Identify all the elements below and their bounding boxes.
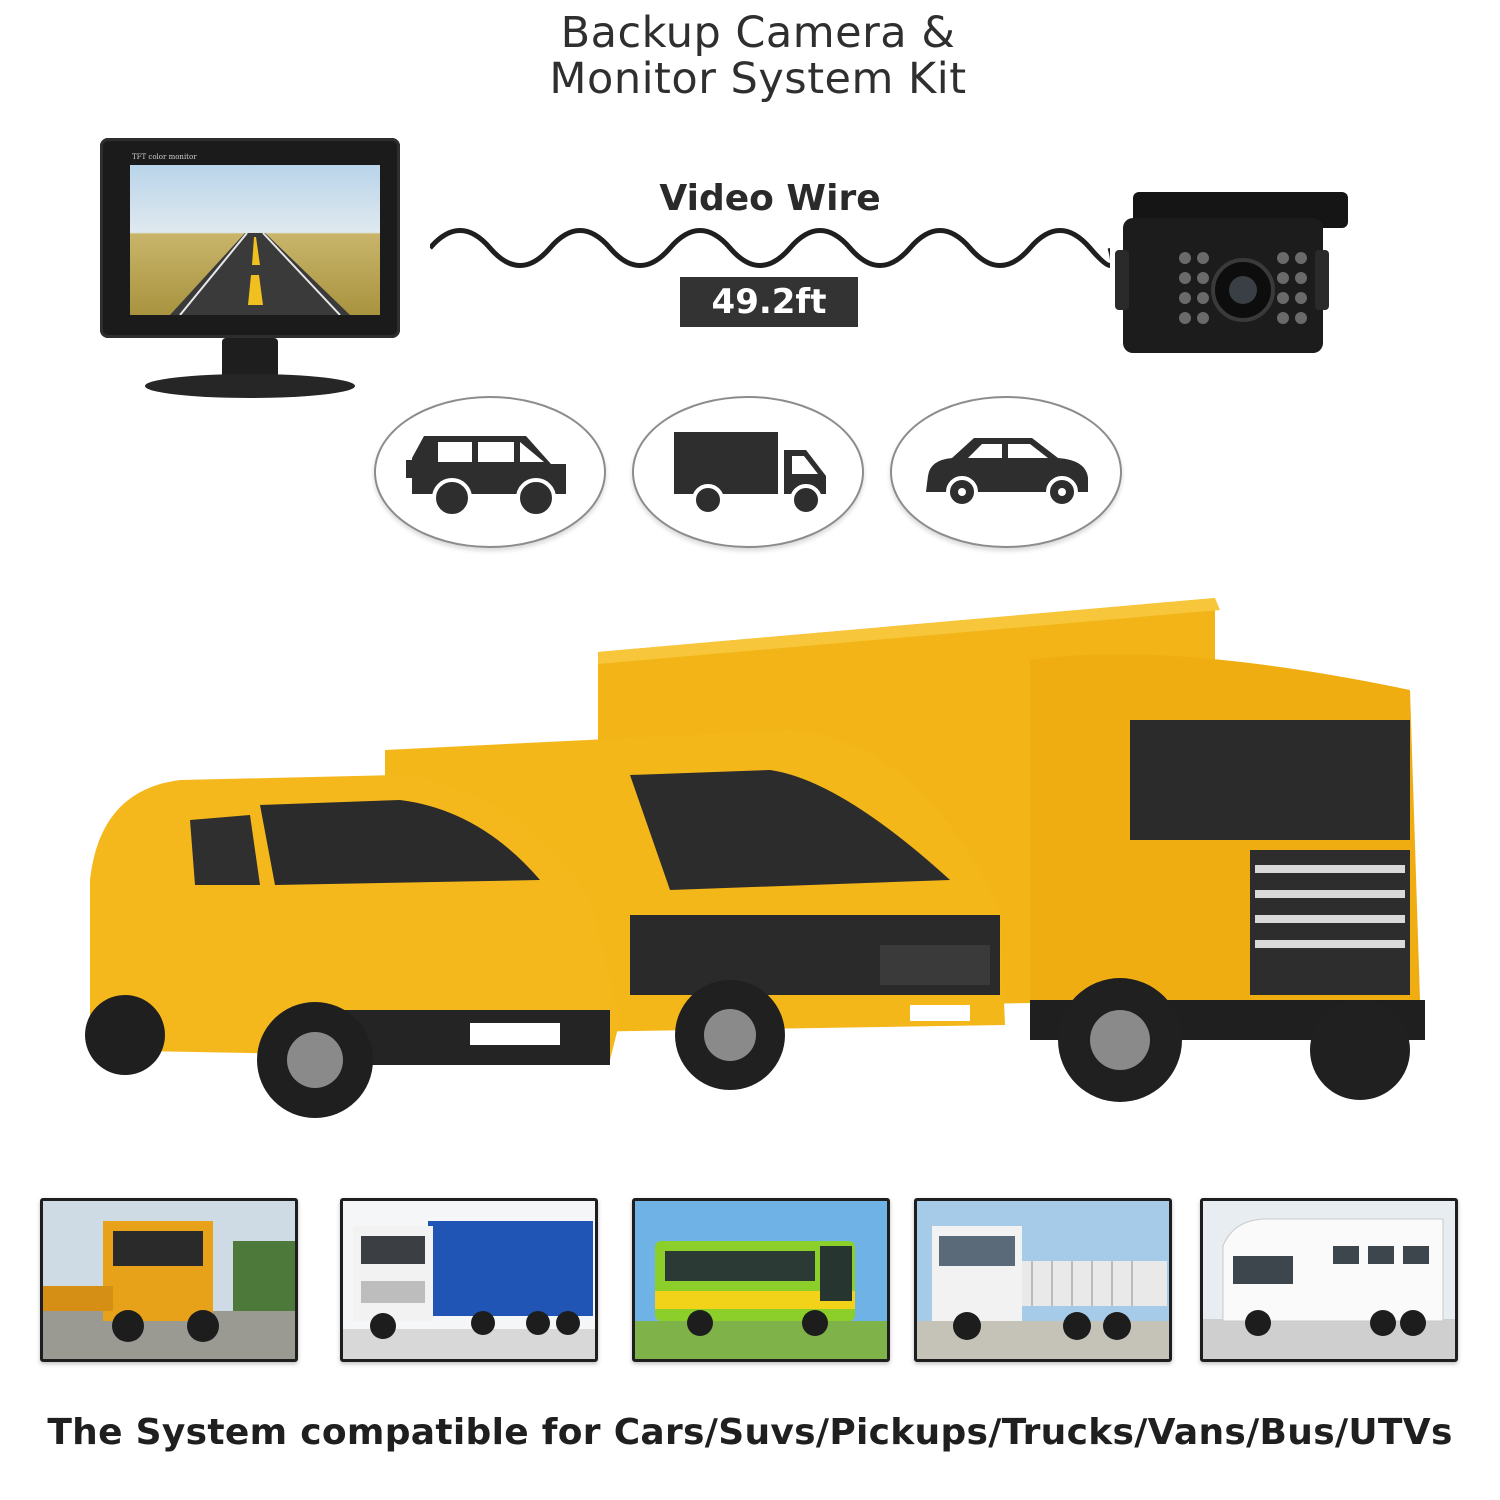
monitor-brand-label: TFT color monitor [132, 153, 197, 161]
title-line-2: Monitor System Kit [549, 54, 967, 104]
thumbnail-white-cargo-truck [914, 1198, 1172, 1362]
thumbnail-orange-flatbed-truck [40, 1198, 298, 1362]
green-yellow-bus-photo [635, 1201, 887, 1359]
wire-length-badge: 49.2ft [680, 277, 858, 327]
video-wire-graphic [430, 228, 1110, 268]
suv-icon [406, 436, 566, 518]
page-title: Backup Camera & Monitor System Kit [0, 10, 1500, 102]
car-icon-oval [890, 396, 1122, 548]
truck-icon-oval [632, 396, 864, 548]
backup-camera-image [1115, 192, 1348, 353]
thumbnail-white-motorhome [1200, 1198, 1458, 1362]
suv-icon-oval [374, 396, 606, 548]
orange-flatbed-truck-photo [43, 1201, 295, 1359]
truck-icon [674, 432, 826, 516]
compatibility-caption: The System compatible for Cars/Suvs/Pick… [47, 1412, 1453, 1453]
title-line-1: Backup Camera & [560, 8, 956, 58]
thumbnail-bus [632, 1198, 890, 1362]
yellow-small-van [85, 775, 620, 1118]
monitor-image: TFT color monitor [100, 138, 410, 408]
thumbnail-blue-semi-truck [340, 1198, 598, 1362]
blue-curtain-semi-truck-photo [343, 1201, 595, 1359]
white-cargo-truck-photo [917, 1201, 1169, 1359]
white-motorhome-photo [1203, 1201, 1455, 1359]
yellow-vehicles-illustration [85, 598, 1425, 1118]
monitor-base [145, 374, 355, 398]
monitor-stand [222, 338, 278, 380]
video-wire-label: Video Wire [659, 178, 881, 219]
road-scene [170, 232, 350, 315]
monitor-screen [130, 165, 380, 315]
car-icon [926, 438, 1088, 508]
